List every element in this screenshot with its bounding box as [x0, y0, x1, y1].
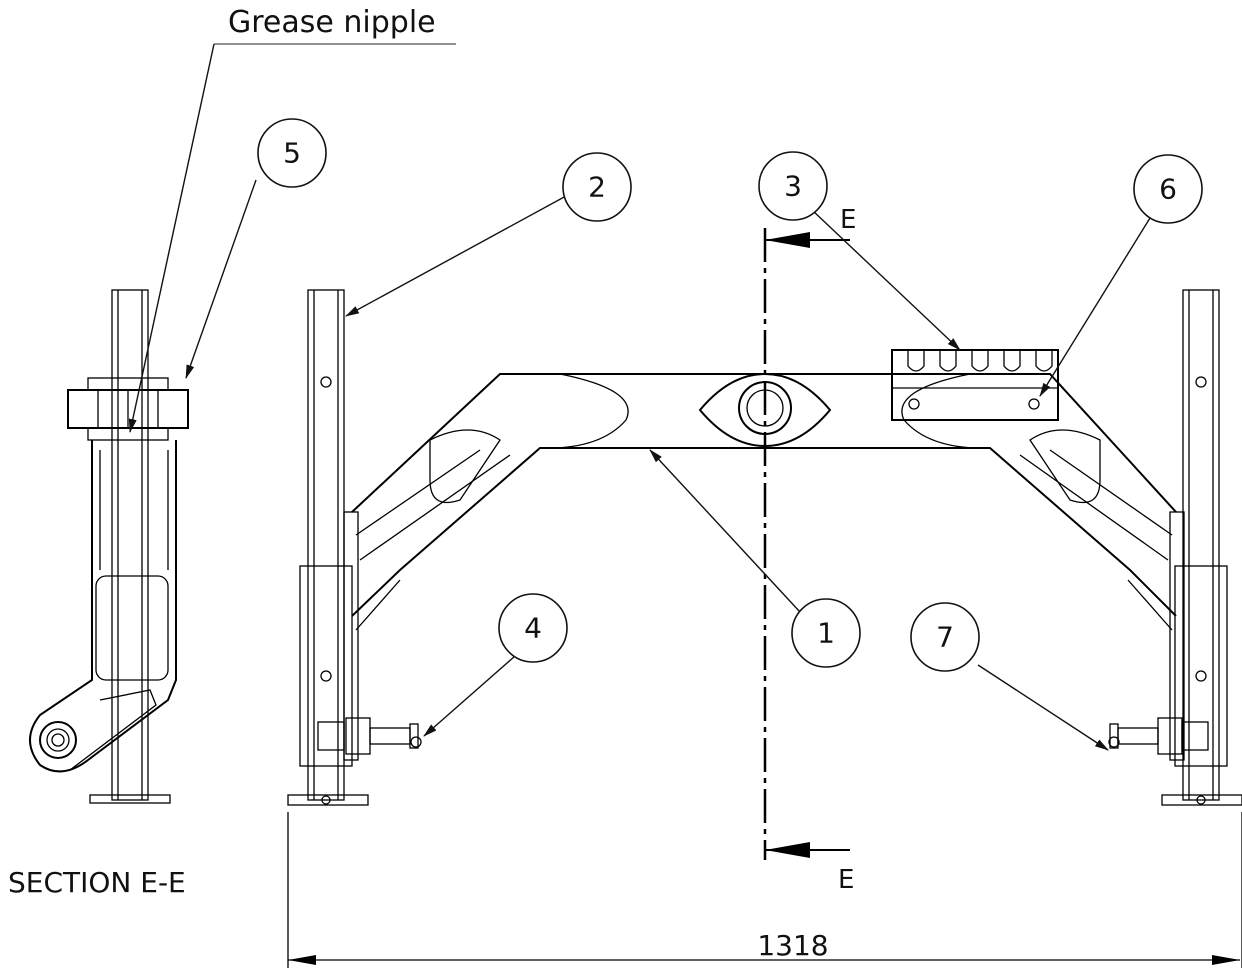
balloon-5: 5	[257, 118, 327, 188]
balloon-7: 7	[910, 602, 980, 672]
section-label: SECTION E-E	[8, 866, 186, 899]
grease-nipple-label: Grease nipple	[228, 5, 436, 40]
balloon-7-label: 7	[936, 621, 954, 654]
section-view	[29, 289, 189, 804]
balloon-6: 6	[1133, 154, 1203, 224]
section-line: E E	[763, 205, 856, 895]
grease-nipple-callout: Grease nipple	[128, 5, 456, 433]
balloon-3: 3	[758, 151, 828, 221]
balloon-4: 4	[498, 593, 568, 663]
balloon-4-label: 4	[524, 612, 542, 645]
section-mark-bottom: E	[838, 865, 854, 895]
balloon-5-label: 5	[283, 137, 301, 170]
balloon-6-label: 6	[1159, 173, 1177, 206]
section-mark-top: E	[840, 205, 856, 235]
balloons: 5 2 3 6 1 4 7	[185, 118, 1203, 751]
balloon-3-label: 3	[784, 170, 802, 203]
balloon-1: 1	[791, 598, 861, 668]
balloon-2-label: 2	[588, 171, 606, 204]
balloon-2: 2	[562, 152, 632, 222]
balloon-1-label: 1	[817, 617, 835, 650]
dimension: 1318	[287, 812, 1242, 968]
dimension-value: 1318	[757, 929, 828, 962]
